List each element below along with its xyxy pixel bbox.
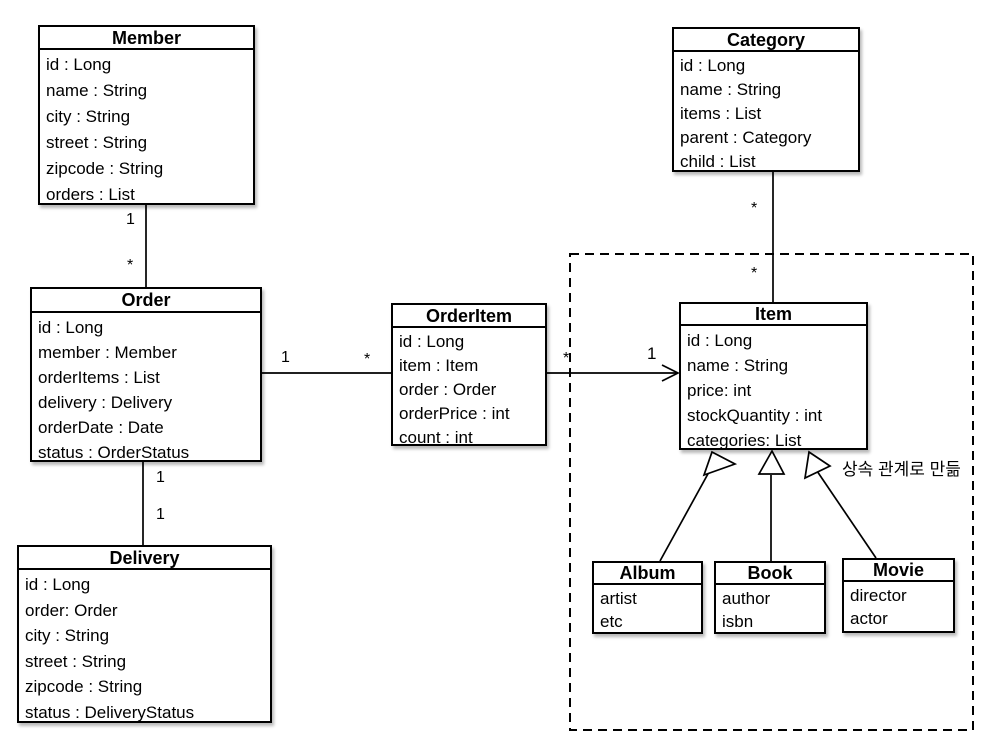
class-title-delivery: Delivery bbox=[19, 547, 270, 570]
class-attributes-orderitem: id : Long item : Item order : Order orderPr… bbox=[393, 328, 545, 450]
class-attributes-order: id : Long member : Member orderItems : Lis… bbox=[32, 313, 260, 465]
class-attributes-delivery: id : Long order: Order city : String street… bbox=[19, 570, 270, 725]
class-attribute: author bbox=[722, 589, 771, 608]
class-title-category: Category bbox=[674, 29, 858, 52]
multiplicity-item-end-of-category: * bbox=[751, 265, 758, 282]
class-box-category: Category id : Long name : String items : L… bbox=[672, 27, 860, 172]
class-attribute: actor bbox=[850, 609, 888, 628]
class-box-delivery: Delivery id : Long order: Order city : Str… bbox=[17, 545, 272, 723]
class-attribute: order : Order bbox=[399, 380, 497, 399]
class-attribute: name : String bbox=[46, 81, 148, 100]
class-attribute: id : Long bbox=[38, 318, 104, 337]
class-attribute: id : Long bbox=[399, 332, 465, 351]
class-box-item: Item id : Long name : String price: int sto… bbox=[679, 302, 868, 450]
class-attribute: artist bbox=[600, 589, 637, 608]
class-attribute: etc bbox=[600, 612, 623, 631]
class-title-item: Item bbox=[681, 304, 866, 326]
class-attribute: zipcode : String bbox=[25, 677, 143, 696]
movie-item-inheritance-line bbox=[816, 470, 877, 559]
class-attributes-book: author isbn bbox=[716, 585, 824, 633]
class-attribute: categories: List bbox=[687, 431, 802, 450]
multiplicity-orderitem-end-of-order: * bbox=[364, 351, 371, 368]
class-attributes-member: id : Long name : String city : String stree… bbox=[40, 50, 253, 208]
class-attribute: parent : Category bbox=[680, 128, 812, 147]
class-attribute: status : DeliveryStatus bbox=[25, 702, 195, 722]
movie-item-inheritance-triangle bbox=[803, 450, 832, 480]
class-attribute: name : String bbox=[680, 80, 782, 99]
class-attribute: item : Item bbox=[399, 356, 479, 375]
class-title-movie: Movie bbox=[844, 560, 953, 582]
class-attribute: id : Long bbox=[46, 55, 112, 74]
class-attribute: director bbox=[850, 586, 907, 605]
class-box-movie: Movie director actor bbox=[842, 558, 955, 633]
multiplicity-order-end-of-orderitem: 1 bbox=[281, 349, 290, 366]
class-title-member: Member bbox=[40, 27, 253, 50]
multiplicity-member-end: 1 bbox=[126, 211, 135, 228]
class-box-album: Album artist etc bbox=[592, 561, 703, 634]
album-item-inheritance-triangle bbox=[702, 450, 738, 477]
class-attribute: status : OrderStatus bbox=[38, 443, 190, 462]
class-attribute: child : List bbox=[680, 152, 756, 171]
class-attribute: isbn bbox=[722, 612, 754, 631]
class-attribute: orders : List bbox=[46, 185, 135, 204]
class-attribute: city : String bbox=[25, 626, 110, 645]
class-box-book: Book author isbn bbox=[714, 561, 826, 634]
class-attribute: id : Long bbox=[25, 575, 91, 594]
class-attribute: street : String bbox=[46, 133, 148, 152]
book-item-inheritance-triangle bbox=[757, 449, 786, 475]
class-attributes-item: id : Long name : String price: int stockQua… bbox=[681, 326, 866, 453]
class-attributes-category: id : Long name : String items : List parent… bbox=[674, 52, 858, 174]
multiplicity-order-end-of-member: * bbox=[127, 257, 134, 274]
multiplicity-orderitem-end-of-item: * bbox=[563, 350, 570, 367]
multiplicity-order-end-of-delivery: 1 bbox=[156, 469, 165, 486]
class-attribute: stockQuantity : int bbox=[687, 406, 823, 425]
class-title-orderitem: OrderItem bbox=[393, 305, 545, 328]
class-attribute: member : Member bbox=[38, 343, 177, 362]
class-attributes-movie: director actor bbox=[844, 582, 953, 630]
class-attribute: zipcode : String bbox=[46, 159, 164, 178]
class-attribute: delivery : Delivery bbox=[38, 393, 173, 412]
class-attribute: id : Long bbox=[687, 331, 753, 350]
class-box-order: Order id : Long member : Member orderItems… bbox=[30, 287, 262, 462]
class-attribute: order: Order bbox=[25, 600, 118, 620]
class-attribute: name : String bbox=[687, 356, 789, 375]
class-attribute: orderItems : List bbox=[38, 368, 160, 387]
multiplicity-item-end-of-orderitem: 1 bbox=[647, 344, 657, 363]
class-attributes-album: artist etc bbox=[594, 585, 701, 633]
multiplicity-delivery-end: 1 bbox=[156, 506, 165, 523]
inheritance-group-dashed-boundary bbox=[569, 253, 974, 731]
class-attribute: street : String bbox=[25, 651, 127, 671]
inheritance-annotation: 상속 관계로 만듦 bbox=[842, 460, 961, 479]
class-attribute: orderPrice : int bbox=[399, 404, 510, 423]
class-attribute: count : int bbox=[399, 428, 473, 447]
class-title-book: Book bbox=[716, 563, 824, 585]
class-attribute: orderDate : Date bbox=[38, 418, 164, 437]
class-box-orderitem: OrderItem id : Long item : Item order : Or… bbox=[391, 303, 547, 447]
class-attribute: city : String bbox=[46, 107, 131, 126]
album-item-inheritance-line bbox=[659, 471, 710, 562]
class-title-album: Album bbox=[594, 563, 701, 585]
class-box-member: Member id : Long name : String city : Stri… bbox=[38, 25, 255, 205]
class-attribute: id : Long bbox=[680, 56, 746, 75]
class-title-order: Order bbox=[32, 289, 260, 313]
orderitem-item-arrowhead bbox=[661, 364, 680, 382]
multiplicity-category-end: * bbox=[751, 200, 758, 217]
class-attribute: price: int bbox=[687, 381, 752, 400]
class-attribute: items : List bbox=[680, 104, 762, 123]
